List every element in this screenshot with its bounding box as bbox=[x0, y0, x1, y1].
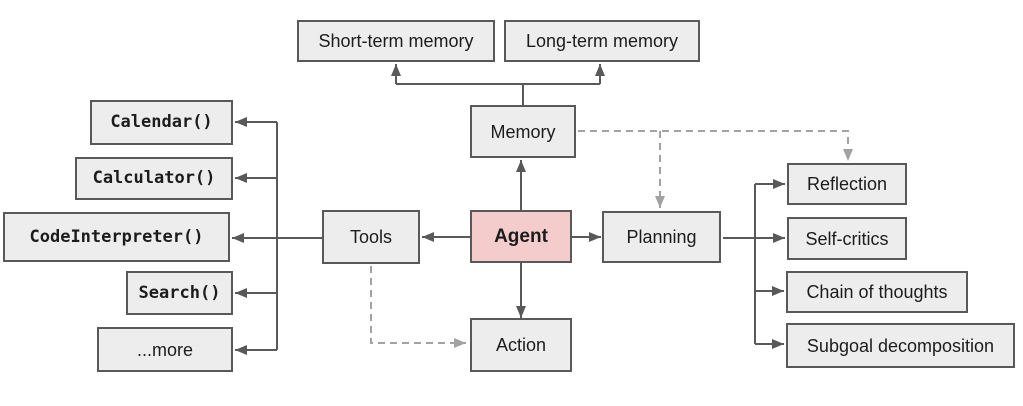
node-chain-of-thoughts: Chain of thoughts bbox=[786, 271, 968, 313]
node-calculator: Calculator() bbox=[75, 157, 233, 200]
node-long-term-memory: Long-term memory bbox=[504, 20, 700, 62]
node-self-critics: Self-critics bbox=[787, 217, 907, 260]
node-short-term-memory: Short-term memory bbox=[297, 20, 495, 62]
node-planning: Planning bbox=[602, 211, 721, 263]
node-subgoal-decomposition: Subgoal decomposition bbox=[786, 323, 1015, 368]
node-tools: Tools bbox=[322, 210, 420, 264]
node-memory: Memory bbox=[470, 105, 576, 158]
node-code-interpreter: CodeInterpreter() bbox=[3, 212, 230, 262]
node-reflection: Reflection bbox=[787, 163, 907, 205]
node-agent: Agent bbox=[470, 210, 572, 263]
edge-memory-reflection-dashed bbox=[578, 130, 853, 161]
node-search: Search() bbox=[126, 271, 233, 315]
node-calendar: Calendar() bbox=[90, 100, 233, 145]
node-more: ...more bbox=[97, 327, 233, 372]
node-action: Action bbox=[470, 318, 572, 372]
edge-tools-action-dashed bbox=[370, 266, 466, 348]
